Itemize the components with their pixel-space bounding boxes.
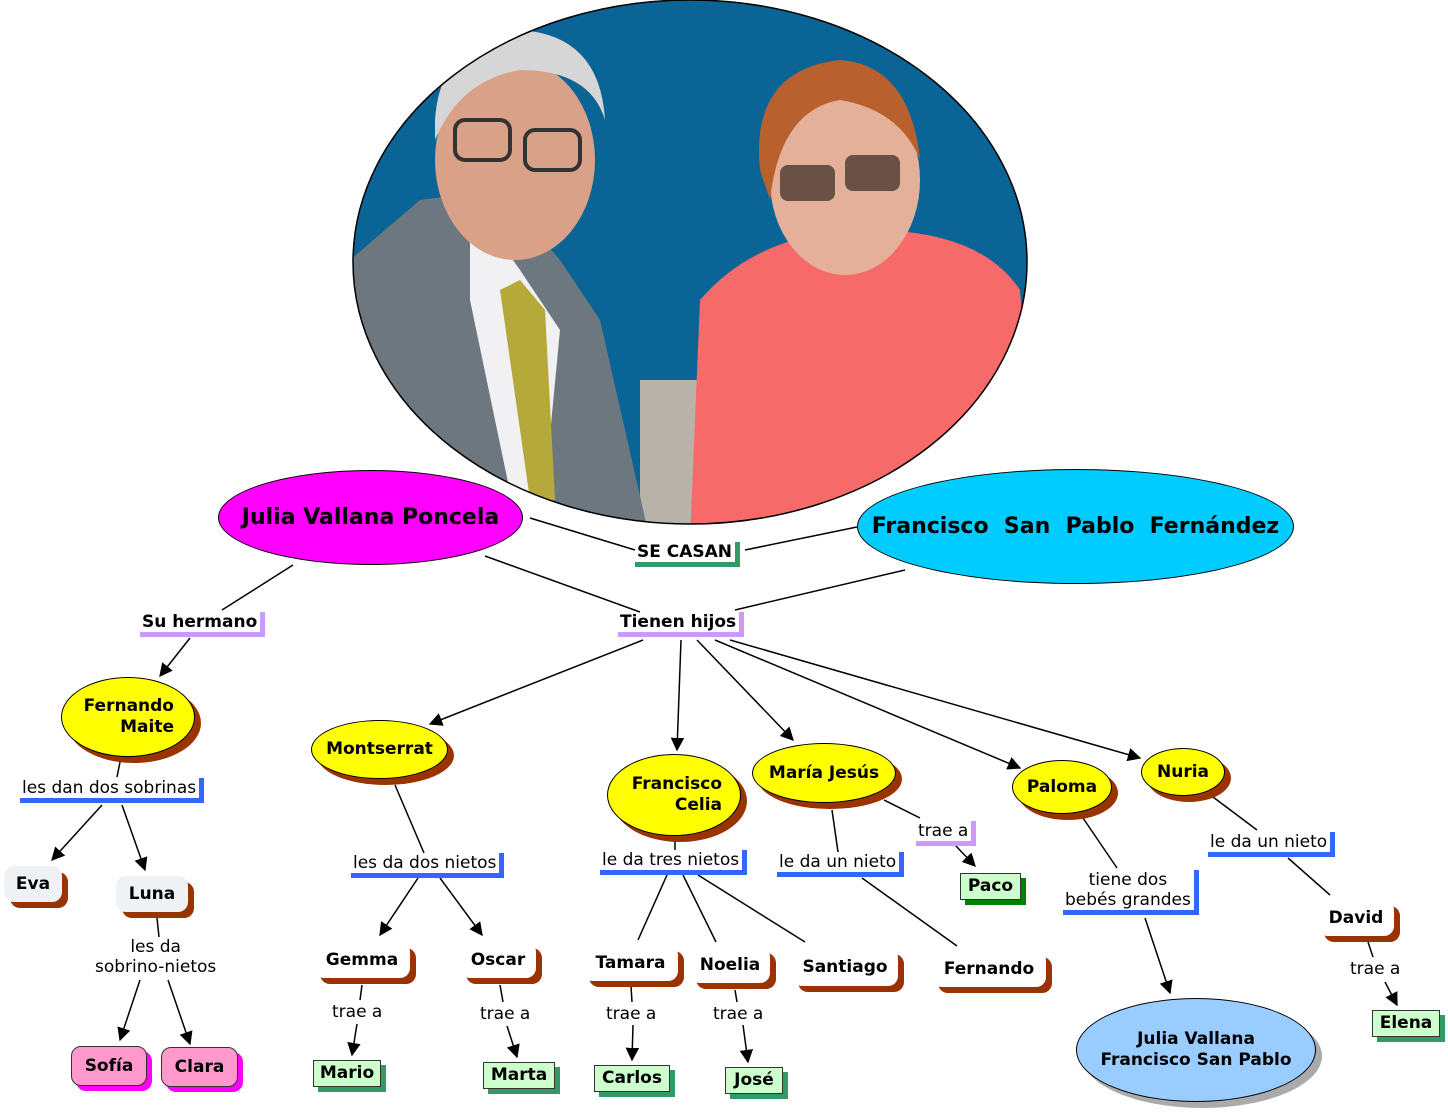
nuria-node[interactable]: Nuria — [1141, 748, 1225, 796]
luna-node[interactable]: Luna — [116, 876, 188, 912]
link-les-da-dos: les da dos nietos — [351, 853, 505, 878]
line: les da — [130, 937, 181, 957]
link-les-dan: les dan dos sobrinas — [20, 778, 205, 803]
fernando-node[interactable]: Fernando — [932, 951, 1046, 987]
mario-node[interactable]: Mario — [313, 1060, 381, 1087]
link-trae-a: trae a — [916, 821, 977, 846]
maria-jesus-node[interactable]: María Jesús — [752, 743, 896, 803]
link-su-hermano: Su hermano — [140, 612, 266, 637]
name: Maite — [120, 717, 174, 737]
link-trae-a: trae a — [606, 1004, 657, 1024]
link-se-casan: SE CASAN — [635, 542, 741, 567]
line: sobrino-nietos — [95, 957, 217, 977]
elena-node[interactable]: Elena — [1372, 1010, 1440, 1037]
name: Francisco — [631, 774, 722, 794]
clara-node[interactable]: Clara — [161, 1047, 238, 1087]
name: Celia — [674, 795, 722, 815]
marta-node[interactable]: Marta — [483, 1062, 555, 1089]
noelia-node[interactable]: Noelia — [690, 947, 770, 983]
julia-node[interactable]: Julia Vallana Poncela — [218, 470, 523, 565]
paco-node[interactable]: Paco — [960, 873, 1021, 900]
link-tienen-hijos: Tienen hijos — [618, 612, 745, 637]
line: tiene dos — [1088, 870, 1168, 890]
line: bebés grandes — [1065, 890, 1191, 910]
name: Fernando — [83, 696, 174, 716]
tamara-node[interactable]: Tamara — [583, 945, 678, 981]
gemma-node[interactable]: Gemma — [314, 942, 410, 978]
name: Francisco San Pablo — [1100, 1050, 1292, 1070]
paloma-node[interactable]: Paloma — [1012, 760, 1112, 814]
link-trae-a: trae a — [332, 1002, 383, 1022]
couple-photo-icon — [352, 0, 1028, 525]
carlos-node[interactable]: Carlos — [594, 1065, 670, 1092]
link-le-da-un: le da un nieto — [1208, 832, 1336, 857]
link-le-da-un: le da un nieto — [777, 852, 905, 877]
link-trae-a: trae a — [480, 1004, 531, 1024]
link-trae-a: trae a — [1350, 959, 1401, 979]
santiago-node[interactable]: Santiago — [792, 948, 898, 986]
oscar-node[interactable]: Oscar — [460, 942, 536, 978]
montserrat-node[interactable]: Montserrat — [311, 720, 448, 779]
link-le-da-tres: le da tres nietos — [600, 850, 748, 875]
eva-node[interactable]: Eva — [4, 866, 62, 902]
david-node[interactable]: David — [1318, 900, 1394, 936]
jose-node[interactable]: José — [725, 1067, 783, 1094]
sofia-node[interactable]: Sofía — [71, 1046, 147, 1086]
link-trae-a: trae a — [713, 1004, 764, 1024]
name: Julia Vallana — [1137, 1029, 1255, 1049]
francisco-node[interactable]: Francisco San Pablo Fernández — [857, 469, 1294, 584]
